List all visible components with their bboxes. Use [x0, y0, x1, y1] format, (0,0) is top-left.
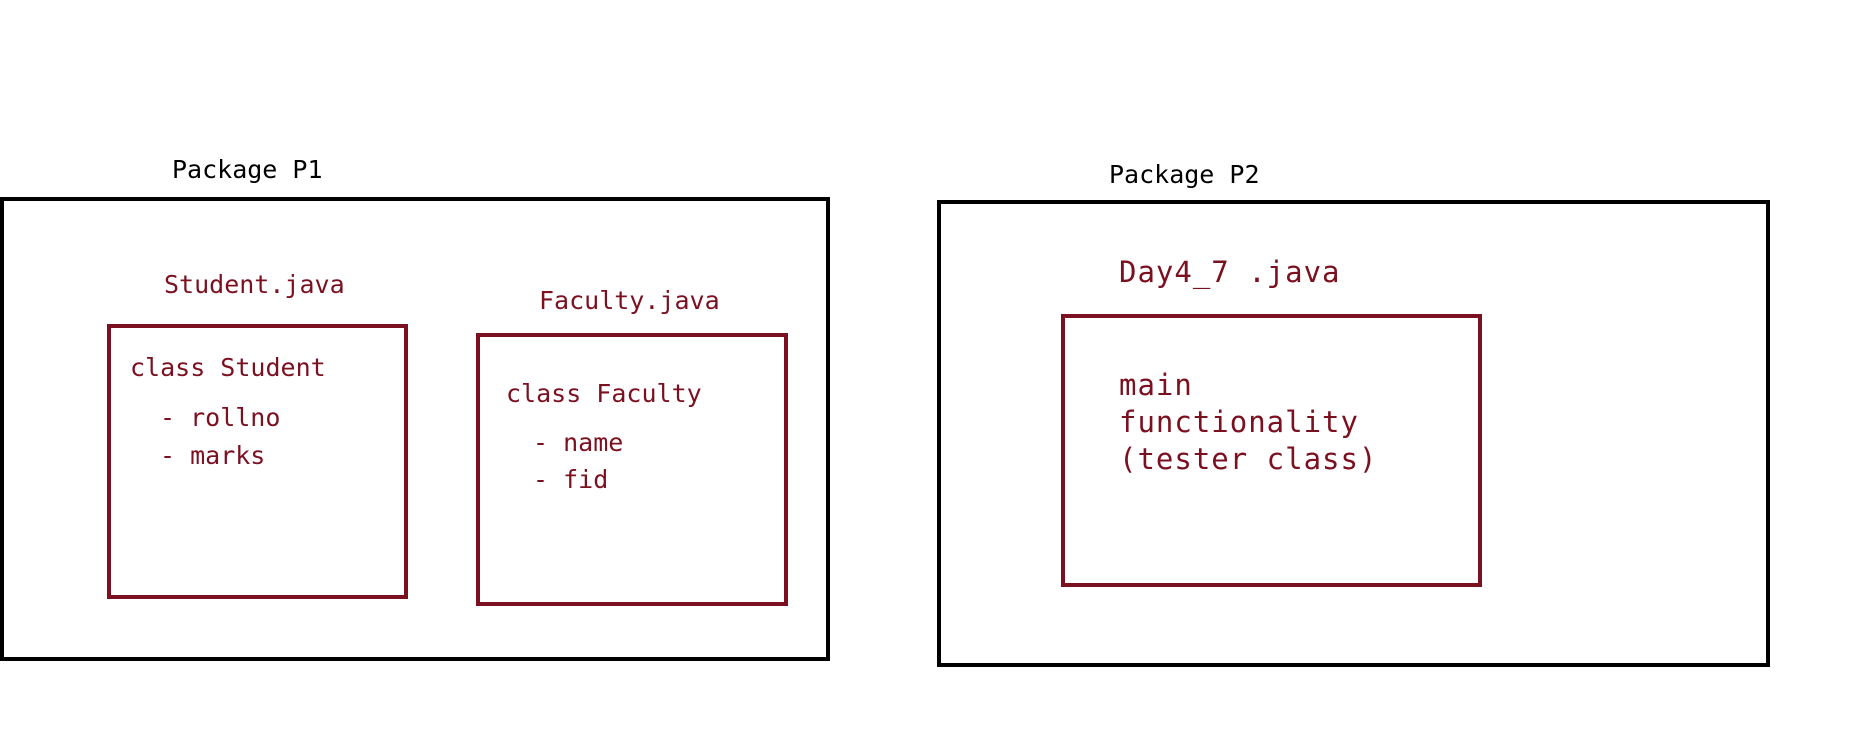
faculty-class-title: class Faculty	[506, 379, 702, 408]
tester-line-functionality: functionality	[1119, 405, 1359, 439]
package-p1-box	[0, 197, 830, 661]
student-field-marks: - marks	[160, 441, 266, 470]
student-class-title: class Student	[130, 353, 326, 382]
tester-line-main: main	[1119, 368, 1193, 402]
tester-line-tester-class: (tester class)	[1119, 442, 1378, 476]
student-file-label: Student.java	[164, 270, 345, 299]
package-p1-label: Package P1	[172, 155, 323, 184]
faculty-class-box	[476, 333, 788, 606]
day4-7-file-label: Day4_7 .java	[1119, 255, 1341, 289]
student-field-rollno: - rollno	[160, 403, 281, 432]
faculty-file-label: Faculty.java	[539, 286, 720, 315]
faculty-field-fid: - fid	[533, 465, 609, 494]
tester-class-box	[1061, 314, 1482, 587]
package-p2-label: Package P2	[1109, 160, 1260, 189]
package-p2-box	[937, 200, 1770, 667]
faculty-field-name: - name	[533, 428, 624, 457]
student-class-box	[107, 324, 408, 599]
